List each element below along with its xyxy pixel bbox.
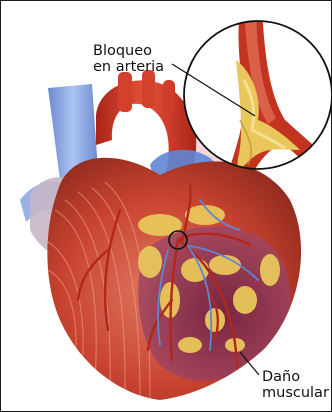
- damage-label-line-1: Daño: [262, 369, 329, 385]
- aortic-branch-1: [118, 72, 132, 112]
- aortic-branch-2: [142, 70, 155, 108]
- muscle-damage-label: Daño muscular: [262, 369, 329, 401]
- blockage-label-line-1: Bloqueo: [93, 43, 164, 59]
- blockage-label-line-2: en arteria: [93, 59, 164, 75]
- aortic-branch-3: [163, 80, 175, 114]
- blockage-label: Bloqueo en arteria: [93, 43, 164, 75]
- damage-label-line-2: muscular: [262, 385, 329, 401]
